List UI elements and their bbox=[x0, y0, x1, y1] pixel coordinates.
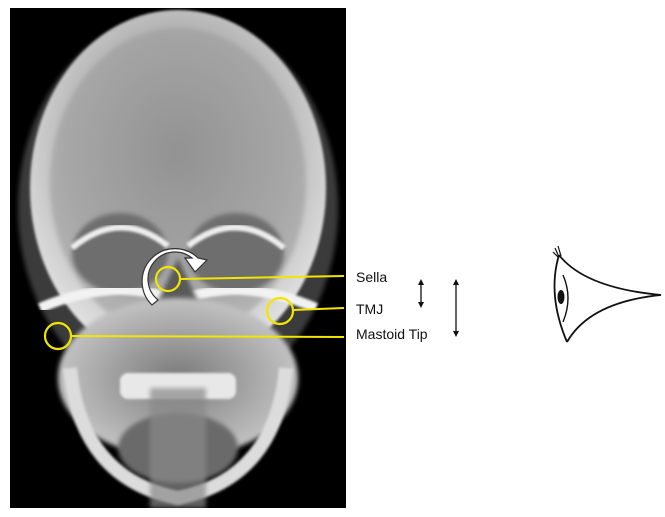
sella-marker bbox=[156, 267, 180, 291]
mastoid-tip-marker bbox=[45, 323, 71, 349]
tmj-marker bbox=[267, 298, 293, 324]
double-arrow-icon bbox=[418, 279, 424, 308]
sella-label: Sella bbox=[356, 269, 387, 285]
eye-icon bbox=[545, 240, 663, 350]
double-arrow-icon-large bbox=[453, 279, 459, 337]
mastoid-tip-line bbox=[71, 336, 344, 337]
tmj-label: TMJ bbox=[356, 301, 383, 317]
tmj-line bbox=[293, 308, 344, 310]
mastoid-tip-label: Mastoid Tip bbox=[356, 326, 428, 342]
curved-arrow-icon bbox=[142, 249, 207, 305]
sella-line bbox=[180, 276, 344, 279]
